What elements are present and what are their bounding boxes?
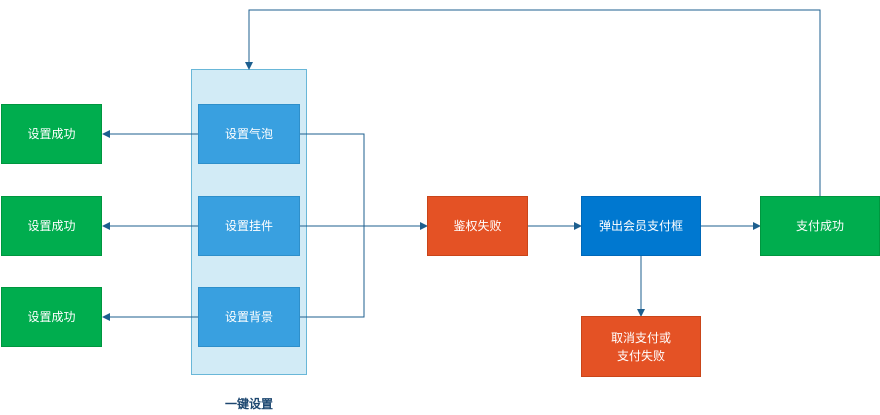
set-pendant-node: 设置挂件	[198, 196, 300, 256]
success-node-pendant: 设置成功	[1, 196, 102, 256]
arrow-pay-success-to-settings-group	[245, 9, 821, 196]
member-pay-dialog-node: 弹出会员支付框	[581, 196, 701, 256]
one-click-settings-caption: 一键设置	[224, 397, 273, 411]
cancel-or-fail-node: 取消支付或 支付失败	[581, 316, 701, 377]
success-node-bubble: 设置成功	[1, 104, 102, 164]
connector-set-background-to-auth-failed	[300, 226, 365, 318]
set-background-node: 设置背景	[198, 287, 300, 347]
success-node-background: 设置成功	[1, 287, 102, 347]
auth-failed-node: 鉴权失败	[427, 196, 528, 256]
connector-set-bubble-to-auth-failed	[300, 133, 365, 226]
set-bubble-node: 设置气泡	[198, 104, 300, 164]
pay-success-node: 支付成功	[760, 196, 880, 256]
